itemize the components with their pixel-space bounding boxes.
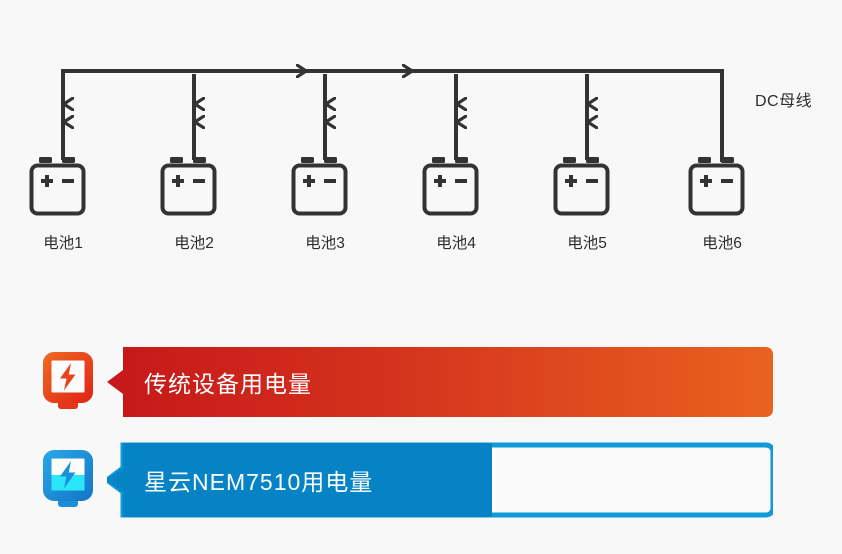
battery-item-5: 电池5 <box>542 155 632 253</box>
battery-label: 电池5 <box>567 235 607 252</box>
battery-label: 电池1 <box>43 235 83 252</box>
battery-item-2: 电池2 <box>149 155 239 253</box>
battery-icon <box>29 157 86 216</box>
battery-icon <box>422 157 479 216</box>
battery-icon <box>160 157 217 216</box>
nebula-power-icon <box>43 450 93 507</box>
dc-bus-line <box>61 69 724 162</box>
battery-label: 电池4 <box>436 235 476 252</box>
battery-label: 电池3 <box>305 235 345 252</box>
consumption-comparison: 传统设备用电量 <box>0 330 842 530</box>
nebula-bar <box>107 442 773 518</box>
battery-label: 电池2 <box>174 235 214 252</box>
battery-item-1: 电池1 <box>18 155 108 253</box>
battery-label: 电池6 <box>702 235 742 252</box>
battery-icon <box>688 157 745 216</box>
traditional-bar <box>107 347 773 417</box>
traditional-power-icon <box>43 352 93 409</box>
battery-item-3: 电池3 <box>280 155 370 253</box>
dc-bus-label: DC母线 <box>755 93 813 110</box>
battery-icon <box>553 157 610 216</box>
bar-row-traditional: 传统设备用电量 <box>0 344 842 420</box>
battery-item-4: 电池4 <box>411 155 501 253</box>
battery-icon <box>291 157 348 216</box>
dc-bus-schematic <box>61 0 724 162</box>
bar-row-nebula: 星云NEM7510用电量 <box>0 442 842 518</box>
battery-row: 电池1 电池2 电池3 <box>0 155 842 270</box>
battery-item-6: 电池6 <box>677 155 767 253</box>
battery-branch-lines <box>61 74 587 160</box>
